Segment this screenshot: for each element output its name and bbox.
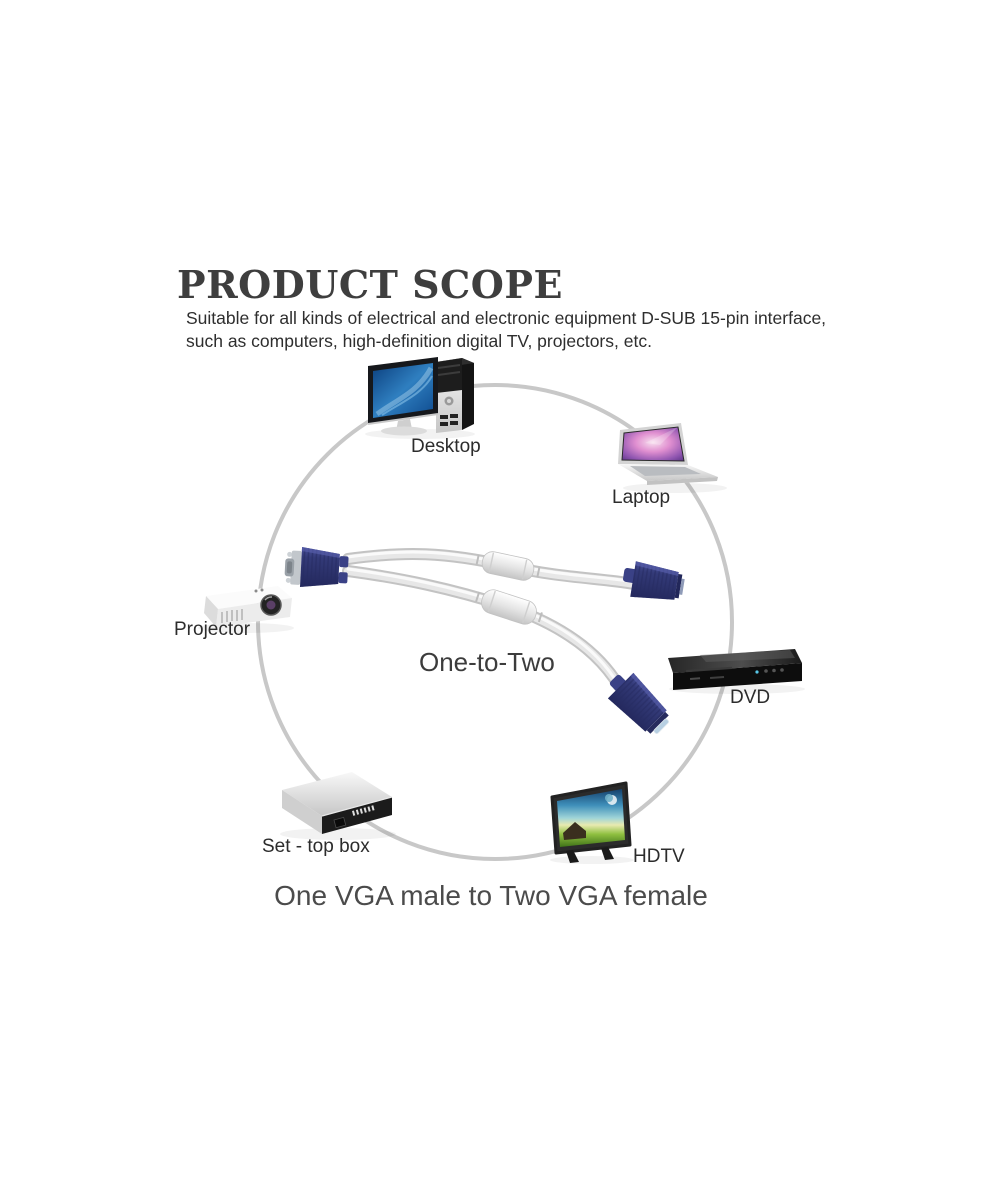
desktop-label: Desktop xyxy=(411,436,481,457)
projector-label: Projector xyxy=(174,619,251,640)
desktop-computer-image xyxy=(367,357,474,436)
bottom-caption: One VGA male to Two VGA female xyxy=(274,880,708,911)
set-top-box-image xyxy=(282,772,393,834)
hdtv-label: HDTV xyxy=(633,846,685,867)
ferrite-bead-lower xyxy=(475,589,543,625)
vga-female-connector-lower xyxy=(607,672,670,735)
vga-male-connector xyxy=(284,547,349,587)
set-top-box-label: Set - top box xyxy=(262,836,370,857)
page-title: PRODUCT SCOPE xyxy=(177,262,563,307)
laptop-image xyxy=(618,423,718,485)
description-line-2: such as computers, high-definition digit… xyxy=(186,330,652,351)
description: Suitable for all kinds of electrical and… xyxy=(186,307,846,352)
dvd-player-image xyxy=(668,649,802,690)
laptop-label: Laptop xyxy=(612,487,671,508)
projector-image xyxy=(204,586,292,627)
dvd-label: DVD xyxy=(730,687,771,708)
hdtv-image xyxy=(550,781,632,863)
vga-female-connector-upper xyxy=(623,561,685,600)
ferrite-bead-upper xyxy=(475,551,541,581)
scope-circle xyxy=(256,383,734,861)
vga-splitter-cable xyxy=(284,547,685,735)
one-to-two-label: One-to-Two xyxy=(419,647,555,677)
description-line-1: Suitable for all kinds of electrical and… xyxy=(186,308,827,328)
